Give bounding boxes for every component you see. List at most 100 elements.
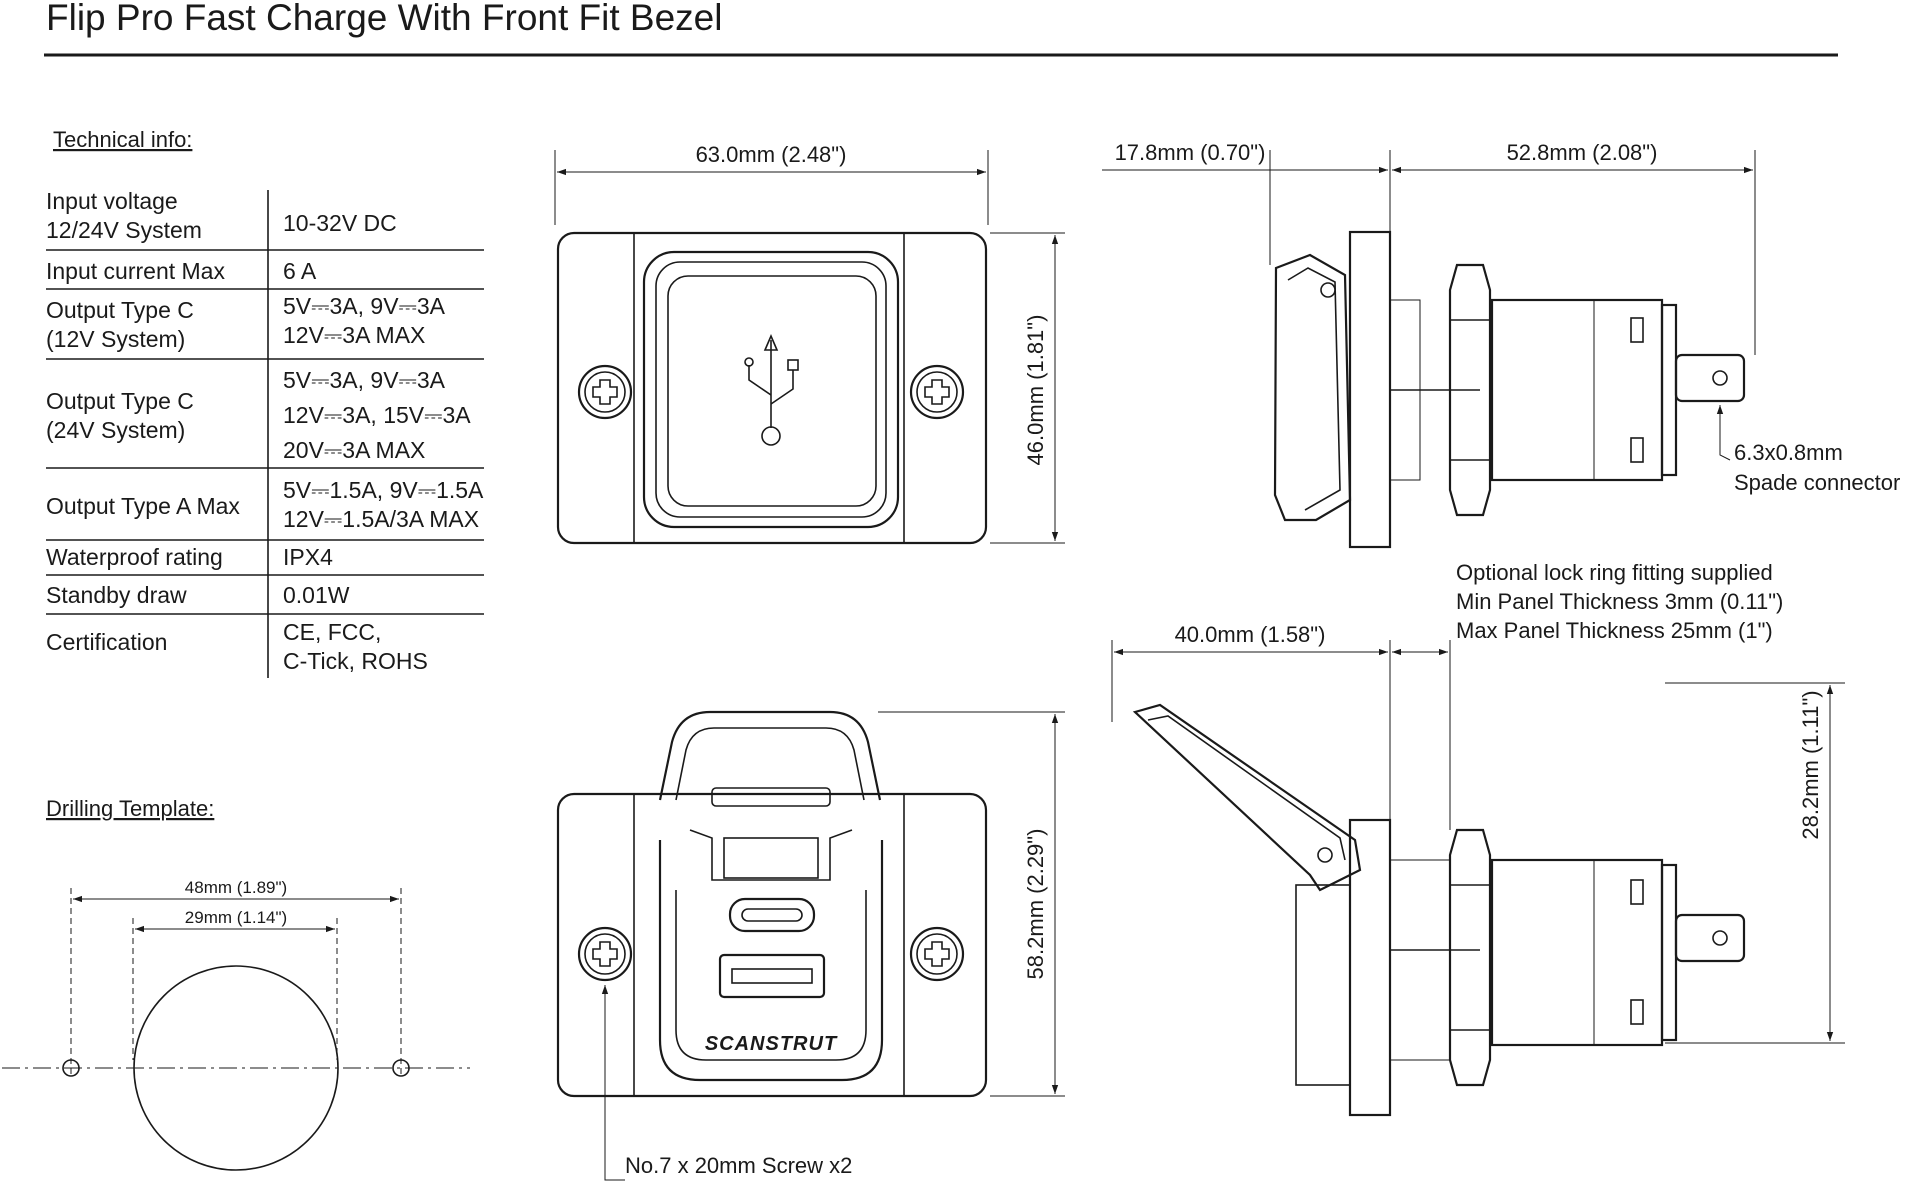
lock-ring-note-1: Optional lock ring fitting supplied	[1456, 560, 1773, 585]
side-view-closed: 17.8mm (0.70") 52.8mm (2.08") 6.3x0.8mm …	[1102, 140, 1900, 549]
lock-ring-note-2: Min Panel Thickness 3mm (0.11")	[1456, 589, 1783, 614]
row-label-typec-12v-2: (12V System)	[46, 326, 185, 352]
screw-hole-left	[62, 1059, 80, 1077]
socket-profile	[1295, 884, 1351, 1086]
flip-cover-rim	[655, 261, 887, 518]
bezel-side	[1348, 818, 1392, 1117]
screw-left-icon	[577, 926, 633, 982]
flip-cover-outer	[642, 250, 900, 529]
row-label-typec-24v-2: (24V System)	[46, 417, 185, 443]
row-label-typec-24v-1: Output Type C	[46, 388, 194, 414]
spade-terminal	[1674, 913, 1746, 963]
body-cylinder	[1490, 298, 1664, 482]
row-value-typec-12v-2: 12V⎓3A MAX	[283, 322, 425, 348]
row-label-standby: Standby draw	[46, 582, 187, 608]
flip-cover-face	[667, 275, 877, 507]
terminal-slot	[1630, 879, 1644, 905]
row-value-typec-24v-2: 12V⎓3A, 15V⎓3A	[283, 402, 471, 428]
row-value-waterproof: IPX4	[283, 544, 333, 570]
hinge-pin	[1317, 847, 1333, 863]
rear-cap	[1660, 303, 1678, 477]
row-value-typec-12v-1: 5V⎓3A, 9V⎓3A	[283, 293, 446, 319]
dim-label-48mm: 48mm (1.89")	[185, 878, 287, 897]
row-label-input-voltage-1: Input voltage	[46, 188, 178, 214]
flip-lid-open	[658, 710, 882, 801]
drilling-heading: Drilling Template:	[46, 796, 214, 821]
row-value-typea-2: 12V⎓1.5A/3A MAX	[283, 506, 479, 532]
technical-info-table: Technical info: Input voltage 12/24V Sys…	[46, 127, 484, 678]
socket-face	[675, 890, 867, 1061]
flip-cover-edge	[1287, 267, 1341, 511]
row-label-typec-12v-1: Output Type C	[46, 297, 194, 323]
lid-latch	[711, 787, 831, 807]
row-value-input-current: 6 A	[283, 258, 317, 284]
screw-leader	[601, 985, 625, 1181]
row-label-typea: Output Type A Max	[46, 493, 240, 519]
dim-label-height: 28.2mm (1.11")	[1798, 690, 1823, 839]
bezel-plate	[556, 792, 988, 1098]
terminal-slot	[1630, 317, 1644, 343]
flip-lid-inner	[675, 727, 865, 801]
hinge-block	[723, 837, 819, 879]
bezel-side	[1348, 230, 1392, 549]
tech-info-heading: Technical info:	[53, 127, 192, 152]
hinge-pin	[1320, 282, 1336, 298]
body-cylinder	[1490, 858, 1664, 1047]
row-label-waterproof: Waterproof rating	[46, 544, 223, 570]
screw-hole-right	[392, 1059, 410, 1077]
terminal-slot	[1630, 437, 1644, 463]
row-value-typec-24v-3: 20V⎓3A MAX	[283, 437, 425, 463]
lock-nut	[1448, 263, 1492, 517]
row-value-typea-1: 5V⎓1.5A, 9V⎓1.5A	[283, 477, 484, 503]
page-title: Flip Pro Fast Charge With Front Fit Beze…	[46, 0, 722, 38]
row-label-certification: Certification	[46, 629, 167, 655]
spade-note-2: Spade connector	[1734, 470, 1900, 495]
row-value-standby: 0.01W	[283, 582, 350, 608]
dim-label-depth: 52.8mm (2.08")	[1507, 140, 1658, 165]
rear-cap	[1660, 863, 1678, 1042]
hinge-arm	[689, 829, 853, 881]
dim-label-width: 63.0mm (2.48")	[696, 142, 847, 167]
body-thread	[1491, 859, 1595, 1046]
panel-thread	[1389, 859, 1451, 1061]
usb-c-port	[728, 897, 816, 933]
row-value-typec-24v-1: 5V⎓3A, 9V⎓3A	[283, 367, 446, 393]
socket-housing	[658, 840, 884, 1082]
bezel-plate	[556, 231, 988, 545]
flip-cover-open	[1132, 703, 1362, 892]
screw-left-icon	[577, 364, 633, 420]
spade-hole	[1712, 930, 1728, 946]
flip-cover-edge	[1147, 715, 1346, 861]
screw-right-icon	[909, 926, 965, 982]
dim-label-height: 58.2mm (2.29")	[1023, 829, 1048, 980]
lock-ring-note-3: Max Panel Thickness 25mm (1")	[1456, 618, 1773, 643]
row-label-input-voltage-2: 12/24V System	[46, 217, 202, 243]
dim-label-height: 46.0mm (1.81")	[1023, 315, 1048, 466]
usb-icon	[744, 333, 799, 446]
front-view-closed: 63.0mm (2.48") 46.0mm (1	[554, 142, 1065, 545]
dim-label-front: 40.0mm (1.58")	[1175, 622, 1326, 647]
row-value-certification-2: C-Tick, ROHS	[283, 648, 428, 674]
spade-note-1: 6.3x0.8mm	[1734, 440, 1843, 465]
row-value-input-voltage: 10-32V DC	[283, 210, 397, 236]
lock-nut	[1448, 828, 1492, 1087]
spade-leader	[1716, 405, 1731, 461]
screw-right-icon	[909, 364, 965, 420]
body-thread	[1491, 299, 1595, 481]
usb-a-port	[718, 953, 826, 999]
screw-note: No.7 x 20mm Screw x2	[625, 1153, 852, 1178]
usb-c-tongue	[741, 908, 803, 922]
front-view-open: SCANSTRUT 58.2mm (2.29") No.7 x 20mm Scr…	[556, 710, 1065, 1181]
row-value-certification-1: CE, FCC,	[283, 619, 381, 645]
side-view-open: Optional lock ring fitting supplied Min …	[1111, 560, 1845, 1117]
drilling-template: Drilling Template: 48mm (1.89") 29mm (1.…	[2, 796, 470, 1171]
spade-hole	[1712, 370, 1728, 386]
dim-label-29mm: 29mm (1.14")	[185, 908, 287, 927]
spade-terminal	[1674, 353, 1746, 403]
dim-label-front: 17.8mm (0.70")	[1115, 140, 1266, 165]
flip-cover-side	[1273, 253, 1352, 522]
row-label-input-current: Input current Max	[46, 258, 225, 284]
cutout-circle	[133, 965, 339, 1171]
usb-a-tongue	[731, 968, 813, 984]
